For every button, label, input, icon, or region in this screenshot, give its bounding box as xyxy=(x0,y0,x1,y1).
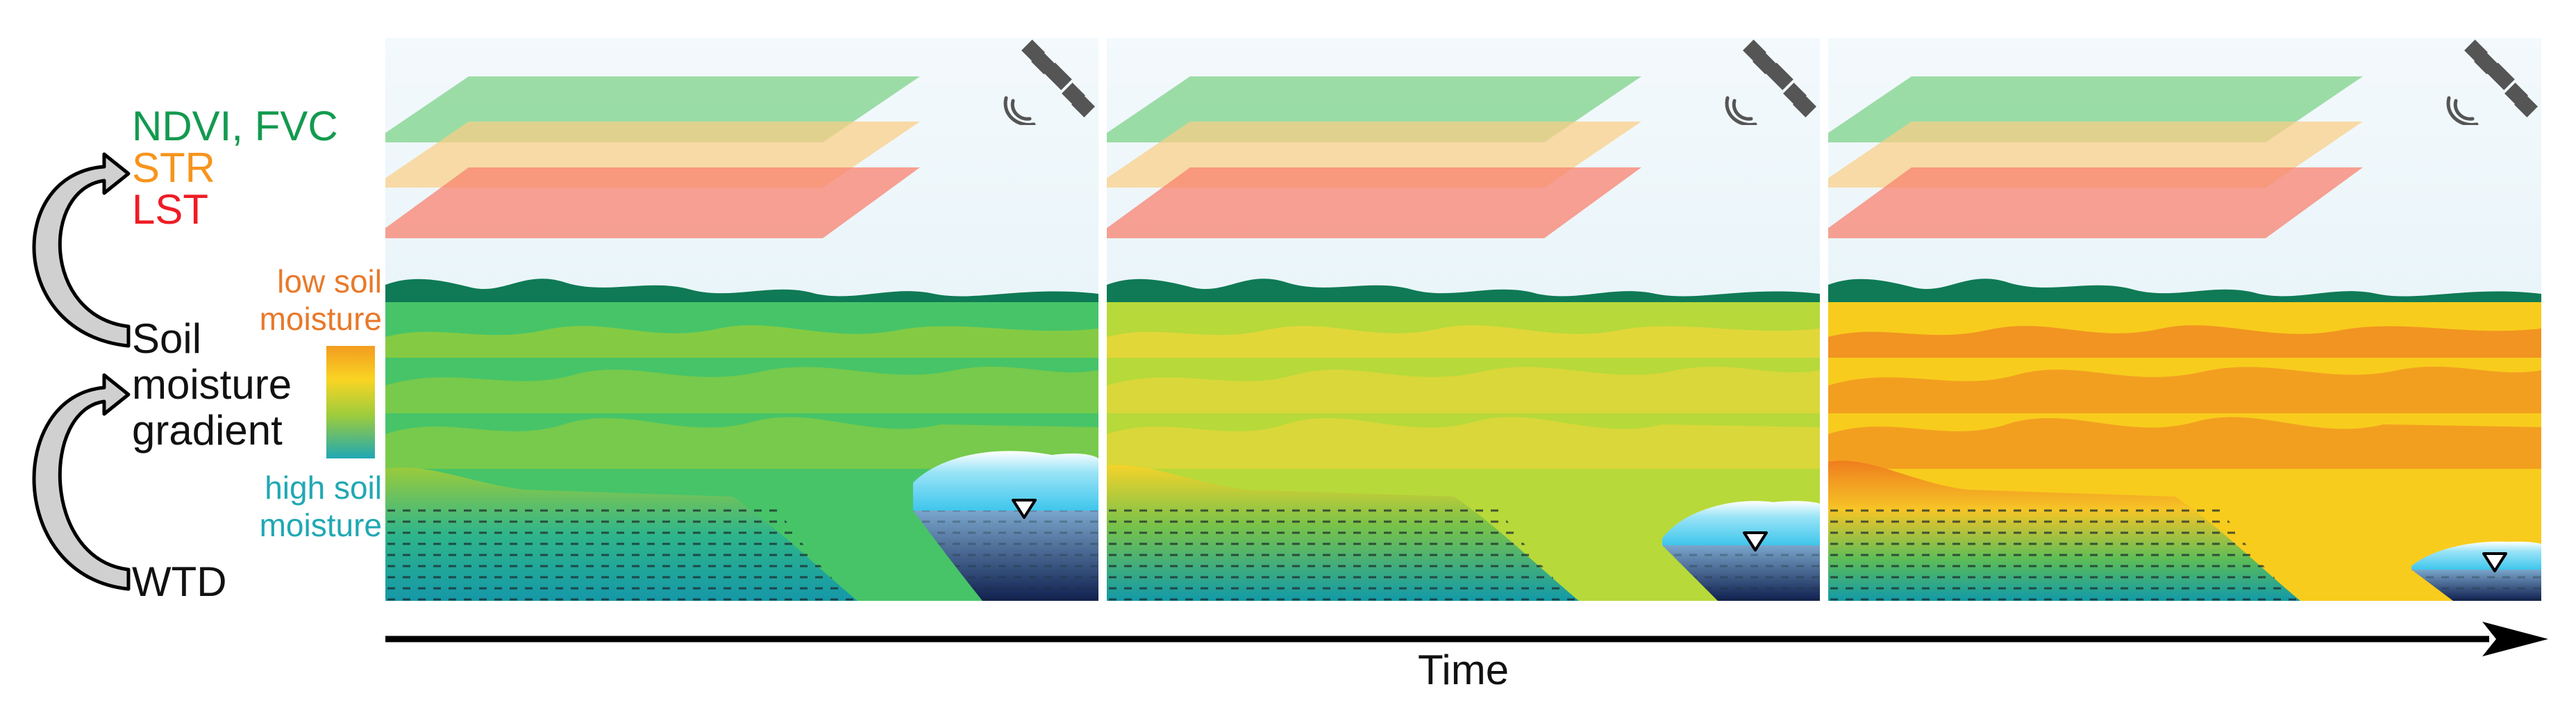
satellite-icon xyxy=(2446,40,2538,125)
layer-lst xyxy=(385,167,920,238)
panel-wet-scene xyxy=(385,38,1098,601)
time-arrow-head-icon xyxy=(2482,622,2548,656)
satellite-icon xyxy=(1725,40,1816,125)
label-ndvi-fvc: NDVI, FVC xyxy=(132,103,338,149)
time-axis-label: Time xyxy=(1418,647,1509,693)
label-soil: Soil xyxy=(132,315,202,362)
legend-high-line2: moisture xyxy=(259,507,382,544)
panel-wet xyxy=(385,38,1098,601)
legend-low-line2: moisture xyxy=(259,301,382,338)
label-gradient: gradient xyxy=(132,407,283,454)
panel-intermediate-scene xyxy=(1107,38,1820,601)
curved-arrows xyxy=(32,152,131,591)
legend-low-line1: low soil xyxy=(277,263,382,299)
label-lst: LST xyxy=(132,186,209,233)
water-table-triangle-icon xyxy=(1012,499,1037,519)
legend-high-line1: high soil xyxy=(265,470,382,506)
panel-dry xyxy=(1828,38,2541,601)
water-table-triangle-icon xyxy=(1743,531,1768,552)
legend-colorbar xyxy=(326,346,375,458)
panel-intermediate xyxy=(1107,38,1820,601)
arrow-soil-to-indices-icon xyxy=(32,152,131,348)
label-moisture: moisture xyxy=(132,361,292,408)
water-table-triangle-icon xyxy=(2482,552,2507,572)
layer-lst xyxy=(1107,167,1641,238)
soil-moisture-gradient-label: Soil moisture gradient xyxy=(132,316,292,454)
layer-lst xyxy=(1828,167,2363,238)
time-arrow xyxy=(385,622,2548,656)
legend-high-label: high soil moisture xyxy=(260,469,382,545)
legend-low-label: low soil moisture xyxy=(260,263,382,338)
arrow-wtd-to-soil-icon xyxy=(32,373,131,591)
label-str: STR xyxy=(132,144,215,191)
satellite-icon xyxy=(1003,40,1095,125)
panel-dry-scene xyxy=(1828,38,2541,601)
label-wtd: WTD xyxy=(132,558,227,605)
